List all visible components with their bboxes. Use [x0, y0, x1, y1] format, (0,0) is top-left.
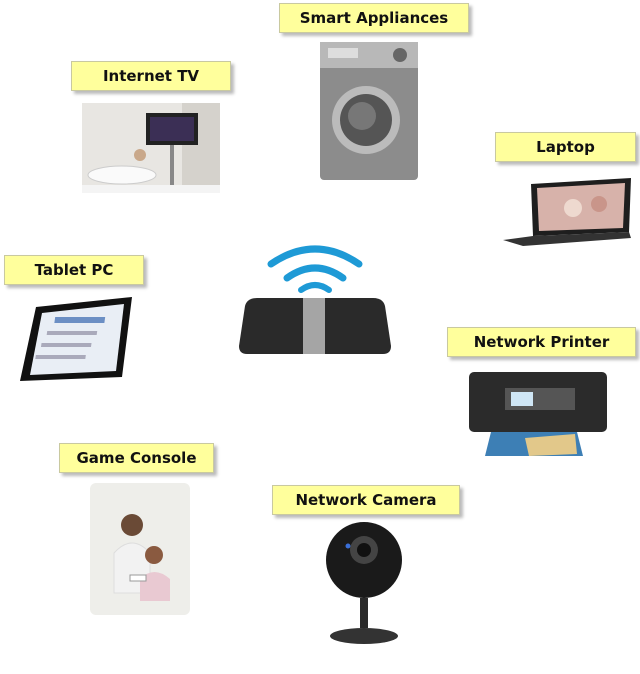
label-game-console: Game Console — [59, 443, 214, 473]
internet-tv-image — [82, 103, 220, 193]
label-internet-tv: Internet TV — [71, 61, 231, 91]
label-network-printer: Network Printer — [447, 327, 636, 357]
tablet-pc-image — [20, 297, 132, 381]
washing-machine-image — [320, 42, 418, 180]
label-network-camera: Network Camera — [272, 485, 460, 515]
network-camera-image — [326, 522, 402, 644]
game-console-image — [90, 483, 190, 615]
label-laptop: Laptop — [495, 132, 636, 162]
network-printer-image — [469, 372, 607, 456]
label-tablet-pc: Tablet PC — [4, 255, 144, 285]
label-smart-appliances: Smart Appliances — [279, 3, 469, 33]
wifi-signal-icon — [267, 245, 363, 293]
wireless-router-image — [239, 245, 391, 354]
laptop-image — [503, 178, 631, 246]
